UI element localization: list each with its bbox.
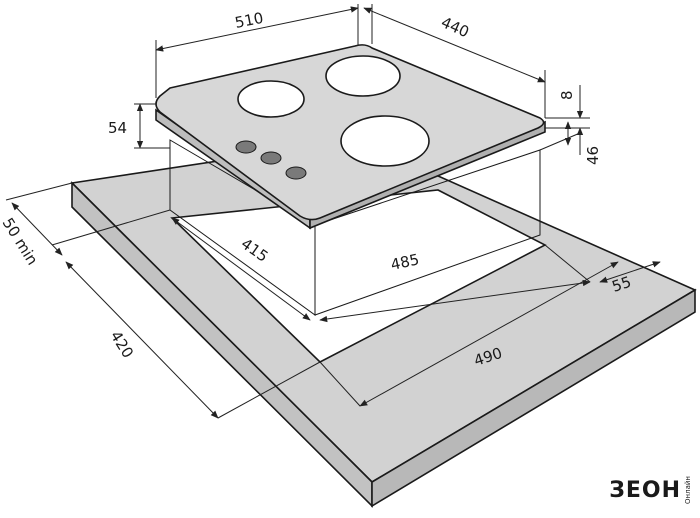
burner-front-right (340, 115, 430, 167)
control-knob-3 (285, 166, 307, 180)
brand-logo: ЗЕОН Онлайн (609, 476, 692, 504)
dim-hob-width: 510 (155, 4, 359, 98)
dim-label-built-in-height: 46 (584, 146, 602, 165)
burner-rear-right (325, 55, 401, 97)
dim-built-in-height: 46 (539, 121, 602, 165)
dim-label-glass-thickness: 8 (558, 90, 576, 100)
dim-label-countertop-depth: 420 (107, 328, 137, 362)
brand-logo-subtext: Онлайн (684, 476, 692, 504)
dim-label-min-front-gap: 50 min (0, 215, 42, 269)
hob-glass (155, 44, 546, 230)
dim-label-hob-depth: 440 (438, 13, 471, 41)
brand-logo-text: ЗЕОН (609, 477, 681, 503)
control-knob-1 (235, 140, 257, 154)
burner-rear-left (237, 80, 305, 118)
dim-hob-total-height: 54 (108, 103, 170, 149)
control-knob-2 (260, 151, 282, 165)
hob-body (169, 139, 541, 316)
dim-label-hob-width: 510 (233, 9, 265, 32)
dim-label-hob-total-height: 54 (108, 119, 127, 137)
